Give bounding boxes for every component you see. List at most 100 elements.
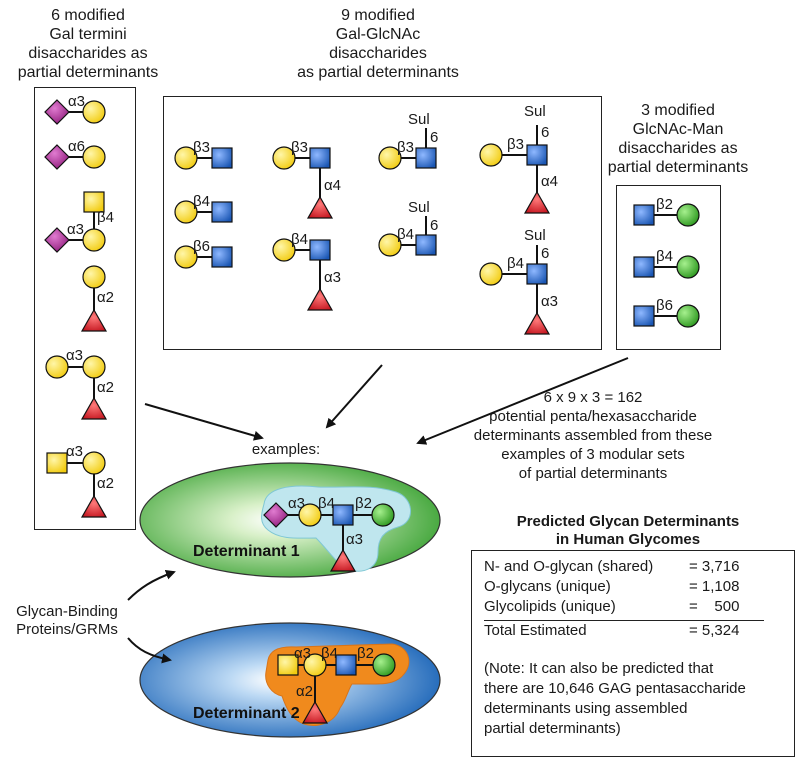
stats-total-row: Total Estimated = 5,324 bbox=[484, 622, 784, 642]
stats-row-label: Glycolipids (unique) bbox=[484, 598, 616, 615]
glcnac-square bbox=[211, 246, 233, 268]
set-galglcnac-box bbox=[163, 96, 602, 350]
linkage-label: α3 bbox=[346, 531, 363, 548]
linkage-label: α3 bbox=[68, 93, 85, 110]
sulfate-label: Sul bbox=[524, 227, 546, 244]
linkage-label: β6 bbox=[193, 238, 210, 255]
sialic-acid-diamond bbox=[44, 144, 70, 170]
arrow-from-galglcnac-set bbox=[325, 364, 383, 429]
glcnacman-b2: β2 bbox=[633, 196, 700, 227]
determinant-2-label: Determinant 2 bbox=[193, 705, 300, 722]
galactose-circle bbox=[298, 503, 322, 527]
galactose-circle bbox=[174, 200, 198, 224]
stats-row-value: = 500 bbox=[689, 598, 740, 615]
sialic-acid-diamond bbox=[44, 227, 70, 253]
linkage-label: 6 bbox=[430, 129, 438, 146]
gbp-label: Glycan-Binding Proteins/GRMs bbox=[16, 603, 118, 638]
linkage-label: α3 bbox=[66, 443, 83, 460]
stats-divider bbox=[484, 620, 764, 621]
galnac-square bbox=[277, 654, 299, 676]
fucose-triangle bbox=[301, 700, 329, 724]
stats-note: (Note: It can also be predicted that the… bbox=[484, 660, 746, 737]
linkage-label: α3 bbox=[288, 495, 305, 512]
glcnac-square bbox=[211, 201, 233, 223]
linkage-label: α2 bbox=[97, 379, 114, 396]
stats-table: N- and O-glycan (shared) = 3,716 O-glyca… bbox=[471, 550, 795, 757]
galglcnac-b4: β4 bbox=[174, 193, 233, 224]
linkage-label: β4 bbox=[656, 248, 673, 265]
galactose-circle bbox=[82, 265, 106, 289]
glcnacman-b4: β4 bbox=[633, 248, 700, 279]
glcnac-square bbox=[633, 256, 655, 278]
linkage-label: β4 bbox=[97, 209, 114, 226]
glcnacman-b6: β6 bbox=[633, 297, 700, 328]
stats-row-value: = 1,108 bbox=[689, 578, 740, 595]
combinatorics-text: 6 x 9 x 3 = 162 potential penta/hexasacc… bbox=[473, 389, 713, 482]
galglcnac-b4-a3: β4 α3 bbox=[272, 231, 341, 311]
stats-row-label: N- and O-glycan (shared) bbox=[484, 558, 654, 575]
glcnac-square bbox=[526, 263, 548, 285]
linkage-label: α2 bbox=[296, 683, 313, 700]
linkage-label: β4 bbox=[318, 495, 335, 512]
galactose-circle bbox=[82, 451, 106, 475]
galactose-circle bbox=[272, 238, 296, 262]
fucose-triangle bbox=[306, 195, 334, 219]
stats-row: N- and O-glycan (shared) = 3,716 bbox=[484, 558, 784, 578]
linkage-label: β4 bbox=[291, 231, 308, 248]
glcnac-square bbox=[633, 204, 655, 226]
mannose-circle bbox=[676, 203, 700, 227]
determinant-1-highlight bbox=[261, 485, 411, 572]
set-gal-heading: 6 modified Gal termini disaccharides as … bbox=[17, 7, 159, 81]
galglcnac-b6: β6 bbox=[174, 238, 233, 269]
galactose-circle bbox=[82, 355, 106, 379]
linkage-label: α3 bbox=[541, 293, 558, 310]
galactose-circle bbox=[82, 145, 106, 169]
galactose-circle bbox=[479, 143, 503, 167]
galglcnac-b3-a4: β3 α4 bbox=[272, 139, 341, 219]
glcnac-square bbox=[309, 147, 331, 169]
galactose-circle bbox=[272, 146, 296, 170]
linkage-label: β2 bbox=[656, 196, 673, 213]
linkage-label: α2 bbox=[97, 475, 114, 492]
stats-row-label: O-glycans (unique) bbox=[484, 578, 611, 595]
linkage-label: β4 bbox=[397, 226, 414, 243]
gal-motif-1: α3 bbox=[44, 93, 106, 125]
glcnac-square bbox=[211, 147, 233, 169]
linkage-label: α3 bbox=[67, 221, 84, 238]
glcnac-square bbox=[332, 504, 354, 526]
linkage-label: 6 bbox=[541, 245, 549, 262]
sulfate-label: Sul bbox=[408, 199, 430, 216]
linkage-label: β3 bbox=[193, 139, 210, 156]
glcnac-square bbox=[415, 147, 437, 169]
mannose-circle bbox=[372, 653, 396, 677]
arrow-from-glcnacman-set bbox=[416, 357, 629, 445]
stats-title: Predicted Glycan Determinants in Human G… bbox=[516, 513, 740, 548]
gal-motif-2: α6 bbox=[44, 138, 106, 170]
galactose-circle bbox=[82, 228, 106, 252]
stats-row-value: = 3,716 bbox=[689, 558, 740, 575]
set-glcnacman-heading: 3 modified GlcNAc-Man disaccharides as p… bbox=[607, 102, 749, 176]
linkage-label: α6 bbox=[68, 138, 85, 155]
galactose-circle bbox=[45, 355, 69, 379]
sialic-acid-diamond bbox=[263, 502, 289, 528]
stats-total-value: = 5,324 bbox=[689, 622, 740, 639]
linkage-label: β6 bbox=[656, 297, 673, 314]
gal-motif-6: α3 α2 bbox=[46, 443, 114, 518]
glcnac-square bbox=[633, 305, 655, 327]
set-galglcnac-heading: 9 modified Gal-GlcNAc disaccharides as p… bbox=[297, 7, 459, 81]
mannose-circle bbox=[676, 304, 700, 328]
sulfate-label: Sul bbox=[524, 103, 546, 120]
galglcnac-b3-sul-a4: β3 Sul 6 α4 bbox=[479, 103, 558, 214]
gal-motif-3: β4 α3 bbox=[44, 191, 114, 253]
galnac-square bbox=[46, 452, 68, 474]
linkage-label: β2 bbox=[357, 645, 374, 662]
stats-row: O-glycans (unique) = 1,108 bbox=[484, 578, 784, 598]
linkage-label: β3 bbox=[507, 136, 524, 153]
determinant-1-glycan: α3 β4 β2 α3 bbox=[263, 495, 395, 572]
linkage-label: 6 bbox=[430, 217, 438, 234]
determinant-2-glycan: α3 β4 β2 α2 bbox=[277, 645, 396, 724]
fucose-triangle bbox=[80, 494, 108, 518]
gal-motif-4: α2 bbox=[80, 265, 114, 332]
examples-label: examples: bbox=[251, 441, 321, 458]
